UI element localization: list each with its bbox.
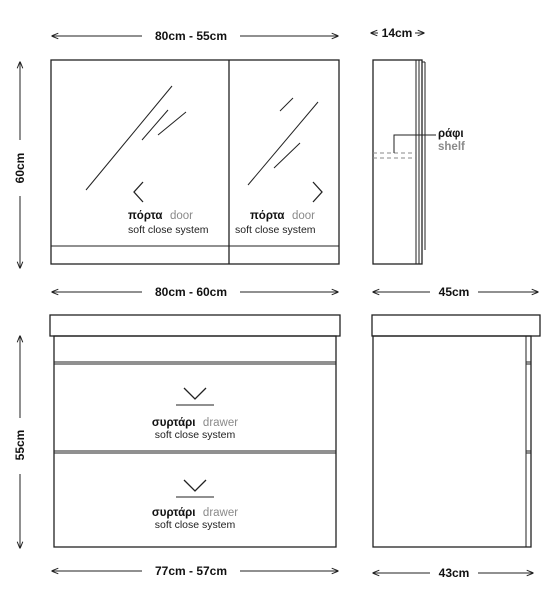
base-cabinet-side	[371, 314, 541, 548]
chevron-down-icon	[183, 479, 207, 492]
door-left-sub: soft close system	[128, 224, 209, 236]
chevron-right-icon	[312, 181, 323, 203]
base-side-body	[372, 335, 532, 548]
base-top-depth-label: 45cm	[439, 285, 470, 299]
base-cabinet-body	[53, 335, 337, 548]
base-width-dimension: 77cm - 57cm	[52, 564, 338, 578]
base-depth-dimension: 43cm	[373, 566, 533, 580]
drawer-top-label: συρτάρι drawer	[152, 413, 238, 430]
mirror-depth-dimension: 14cm	[371, 26, 424, 40]
base-cabinet-front: συρτάρι drawer soft close system συρτάρι…	[49, 314, 341, 548]
base-top-width-label: 80cm - 60cm	[155, 285, 227, 299]
chevron-left-icon	[133, 181, 144, 203]
mirror-cabinet-outline	[50, 59, 340, 265]
base-top-depth-dimension: 45cm	[373, 285, 538, 299]
mirror-width-label: 80cm - 55cm	[155, 29, 227, 43]
mirror-side-outline	[372, 59, 423, 265]
countertop	[49, 314, 341, 337]
base-height-label: 55cm	[13, 430, 27, 461]
drawer-top-sub: soft close system	[155, 429, 236, 441]
drawer-bottom-sub: soft close system	[155, 519, 236, 531]
door-right-label: πόρτα door	[250, 206, 315, 223]
mirror-height-dimension: 60cm	[13, 62, 27, 268]
mirror-reflection-right	[247, 97, 319, 186]
mirror-reflection-left	[85, 85, 187, 191]
mirror-height-label: 60cm	[13, 153, 27, 184]
shelf-label-en: shelf	[438, 141, 465, 153]
base-depth-label: 43cm	[439, 566, 470, 580]
mirror-cabinet-front: πόρτα door soft close system πόρτα door …	[50, 59, 340, 265]
drawer-bottom-label: συρτάρι drawer	[152, 503, 238, 520]
door-left-label: πόρτα door	[128, 206, 193, 223]
countertop-side	[371, 314, 541, 337]
base-width-label: 77cm - 57cm	[155, 564, 227, 578]
door-right-sub: soft close system	[235, 224, 316, 236]
base-top-width-dimension: 80cm - 60cm	[52, 285, 338, 299]
mirror-width-dimension: 80cm - 55cm	[52, 29, 338, 43]
mirror-depth-label: 14cm	[382, 26, 413, 40]
base-height-dimension: 55cm	[13, 336, 27, 548]
shelf-label-gr: ράφι	[438, 128, 464, 140]
chevron-down-icon	[183, 387, 207, 400]
mirror-cabinet-side: ράφι shelf	[372, 59, 465, 265]
shelf-leader-line	[393, 134, 436, 153]
